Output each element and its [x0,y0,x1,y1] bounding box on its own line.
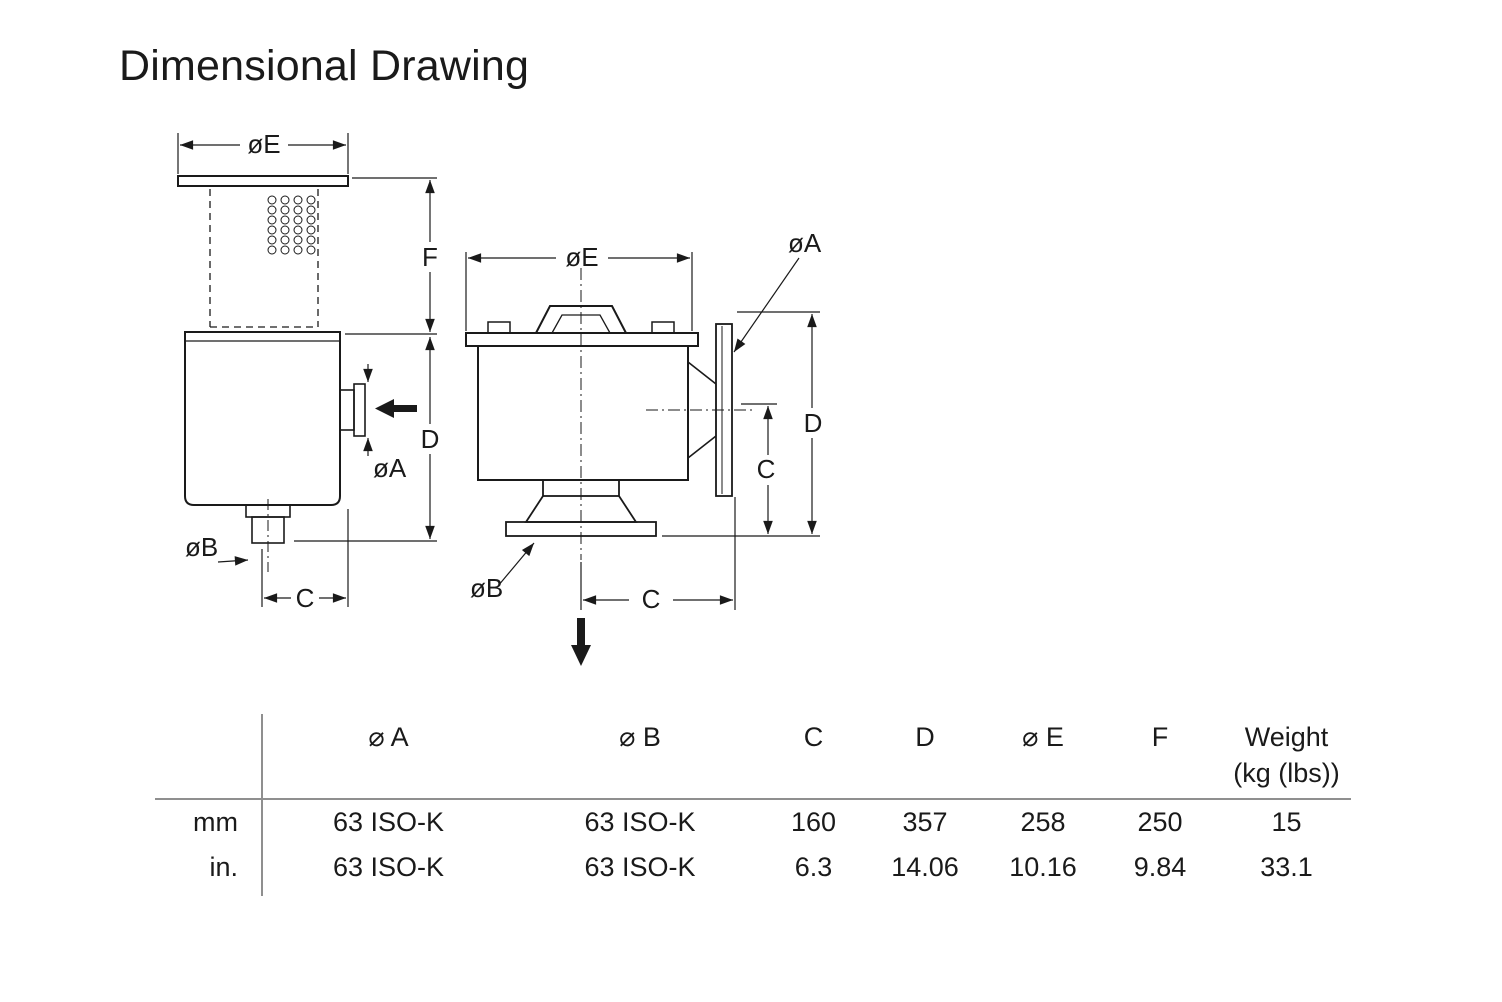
table-cell: 33.1 [1260,851,1313,882]
right-view-dimensions [465,252,820,610]
header-dia-e: ⌀ E [1022,722,1064,752]
dimensions-table: ⌀ A ⌀ B C D ⌀ E F Weight (kg (lbs)) mm 6… [155,712,1351,896]
right-view-centerlines [580,268,756,560]
table-cell: 6.3 [794,851,833,882]
header-unit-cell [155,712,262,798]
dim-label-c-left: C [296,583,315,613]
dim-label-d-left: D [421,424,440,454]
table-cell: 250 [1137,806,1183,837]
table-cell: 63 ISO-K [332,851,445,882]
table-cell: 63 ISO-K [332,806,445,837]
dim-label-dia-e-left: øE [247,129,280,159]
left-view: øE F D øA øB C [177,129,439,613]
dim-label-c-right-vertical: C [757,454,776,484]
table-cell: 160 [790,806,837,837]
header-c: C [803,722,824,752]
table-vertical-rule [261,714,263,896]
dim-label-d-right: D [804,408,823,438]
table-cell: 258 [1020,806,1066,837]
row-unit-label: in. [209,851,238,882]
left-view-outline [177,175,366,544]
right-view: øE øA D C øB C [465,228,822,666]
header-weight: Weight (kg (lbs)) [1222,712,1351,798]
header-weight-units: (kg (lbs)) [1233,757,1340,788]
header-weight-label: Weight [1244,722,1329,752]
left-view-hidden-lines [209,189,319,328]
header-dia-a: ⌀ A [368,722,409,752]
inlet-arrow-icon [375,399,417,418]
table-cell: 63 ISO-K [584,806,696,837]
table-cell: 63 ISO-K [584,851,696,882]
table-cell: 10.16 [1009,851,1077,882]
table-cell: 15 [1271,806,1302,837]
table-cell: 357 [902,806,948,837]
page-title: Dimensional Drawing [119,42,530,90]
dim-label-dia-b-left: øB [185,532,218,562]
dimensional-drawing: øE F D øA øB C [177,129,822,666]
outlet-arrow-icon [571,618,591,666]
perforation-grid-icon [267,195,316,255]
dim-label-c-right-bottom: C [642,584,661,614]
right-view-labels: øE øA D C øB C [470,228,822,614]
left-view-dimensions [177,133,437,607]
table-row-in: in. 63 ISO-K 63 ISO-K 6.3 14.06 10.16 9.… [155,845,1351,890]
dim-label-dia-e-right: øE [565,242,598,272]
table-row-mm: mm 63 ISO-K 63 ISO-K 160 357 258 250 15 [155,800,1351,845]
table-cell: 9.84 [1133,851,1187,882]
header-d: D [915,722,935,752]
right-view-outline [465,305,733,537]
dim-label-f: F [422,242,438,272]
dim-label-dia-a-right: øA [788,228,822,258]
table-cell: 14.06 [891,851,959,882]
left-view-labels: øE F D øA øB C [185,129,439,613]
row-unit-label: mm [193,806,238,837]
table-header-row: ⌀ A ⌀ B C D ⌀ E F Weight (kg (lbs)) [155,712,1351,800]
header-dia-b: ⌀ B [619,722,661,752]
header-f: F [1151,722,1169,752]
dim-label-dia-b-right: øB [470,573,503,603]
dim-label-dia-a-left: øA [373,453,407,483]
